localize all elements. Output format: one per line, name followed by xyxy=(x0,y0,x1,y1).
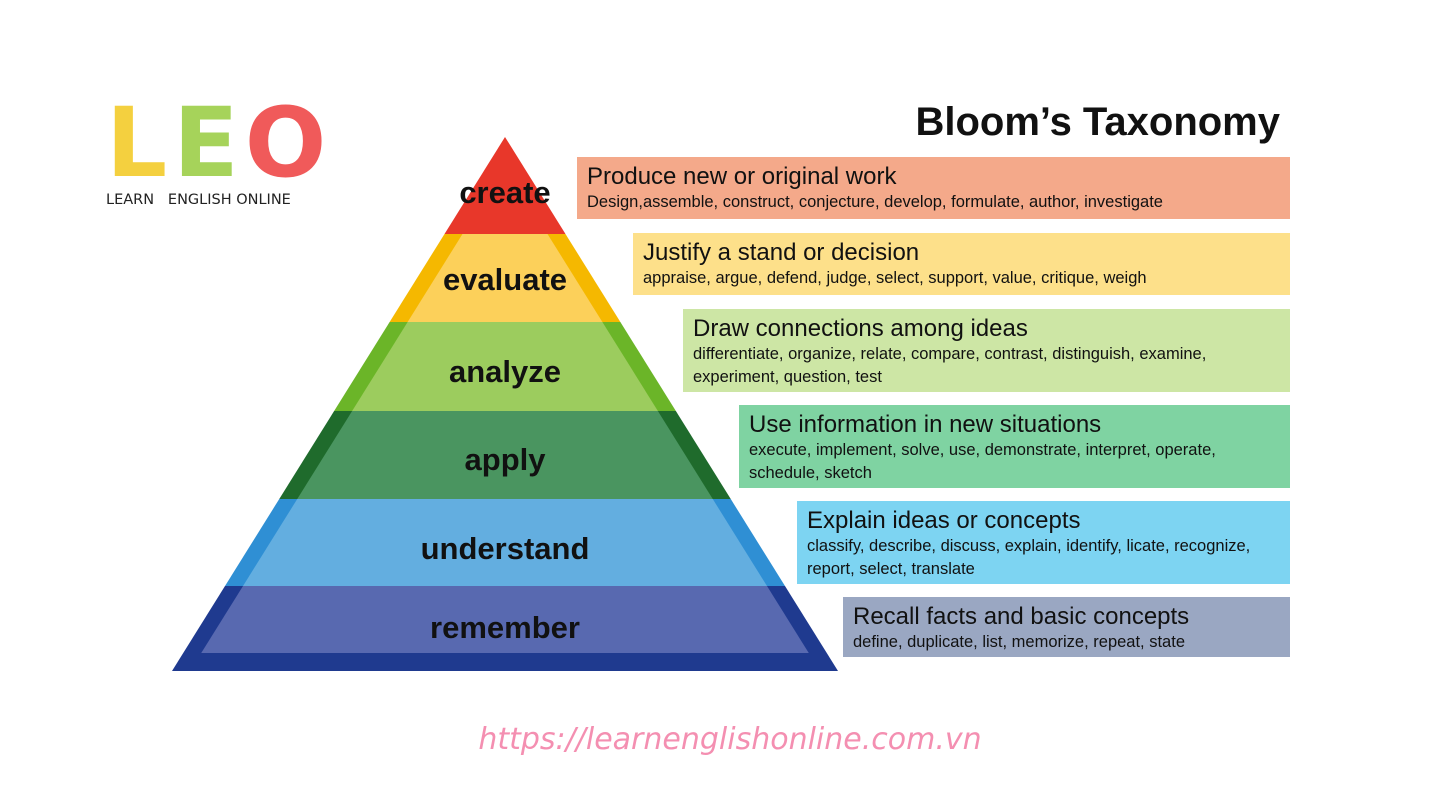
pyramid-band-create xyxy=(444,137,566,234)
description-heading: Use information in new situations xyxy=(749,411,1102,438)
leo-logo: L E O LEARN ENGLISH ONLINE xyxy=(106,87,336,208)
logo-letter-o: O xyxy=(244,87,327,199)
description-box-evaluate: Justify a stand or decision appraise, ar… xyxy=(633,233,1290,295)
description-verbs: differentiate, organize, relate, compare… xyxy=(693,345,1207,386)
pyramid-label-apply: apply xyxy=(465,442,547,477)
description-heading: Produce new or original work xyxy=(587,163,897,190)
pyramid-label-understand: understand xyxy=(421,531,590,566)
description-heading: Draw connections among ideas xyxy=(693,315,1028,342)
description-box-create: Produce new or original work Design,asse… xyxy=(577,157,1290,219)
pyramid-label-evaluate: evaluate xyxy=(443,262,567,297)
description-verbs: Design,assemble, construct, conjecture, … xyxy=(587,193,1163,211)
pyramid-band-fill-apply xyxy=(297,411,713,499)
description-box-analyze: Draw connections among ideas differentia… xyxy=(683,309,1290,392)
description-heading: Recall facts and basic concepts xyxy=(853,603,1190,630)
pyramid-label-create: create xyxy=(459,175,550,210)
pyramid-band-fill-evaluate xyxy=(407,234,603,322)
description-verbs: appraise, argue, defend, judge, select, … xyxy=(643,269,1147,287)
description-box-remember: Recall facts and basic concepts define, … xyxy=(843,597,1290,657)
description-verbs: define, duplicate, list, memorize, repea… xyxy=(853,633,1185,651)
logo-letter-l: L xyxy=(106,87,168,199)
pyramid-band-fill-remember xyxy=(201,586,809,653)
pyramid-band-fill-understand xyxy=(243,499,767,586)
description-box-apply: Use information in new situations execut… xyxy=(739,405,1290,488)
diagram-title: Bloom’s Taxonomy xyxy=(915,100,1281,144)
logo-letters: L E O xyxy=(106,87,336,199)
footer-url: https://learnenglishonline.com.vn xyxy=(478,722,982,757)
description-verbs: classify, describe, discuss, explain, id… xyxy=(807,537,1251,578)
description-heading: Justify a stand or decision xyxy=(643,239,920,266)
pyramid-label-remember: remember xyxy=(430,610,580,645)
pyramid-band-fill-analyze xyxy=(352,322,658,411)
pyramid-label-analyze: analyze xyxy=(449,354,561,389)
logo-subtitle: LEARN ENGLISH ONLINE xyxy=(106,192,291,208)
logo-letter-e: E xyxy=(173,87,239,199)
description-heading: Explain ideas or concepts xyxy=(807,507,1081,534)
description-box-understand: Explain ideas or concepts classify, desc… xyxy=(797,501,1290,584)
description-verbs: execute, implement, solve, use, demonstr… xyxy=(749,441,1216,482)
